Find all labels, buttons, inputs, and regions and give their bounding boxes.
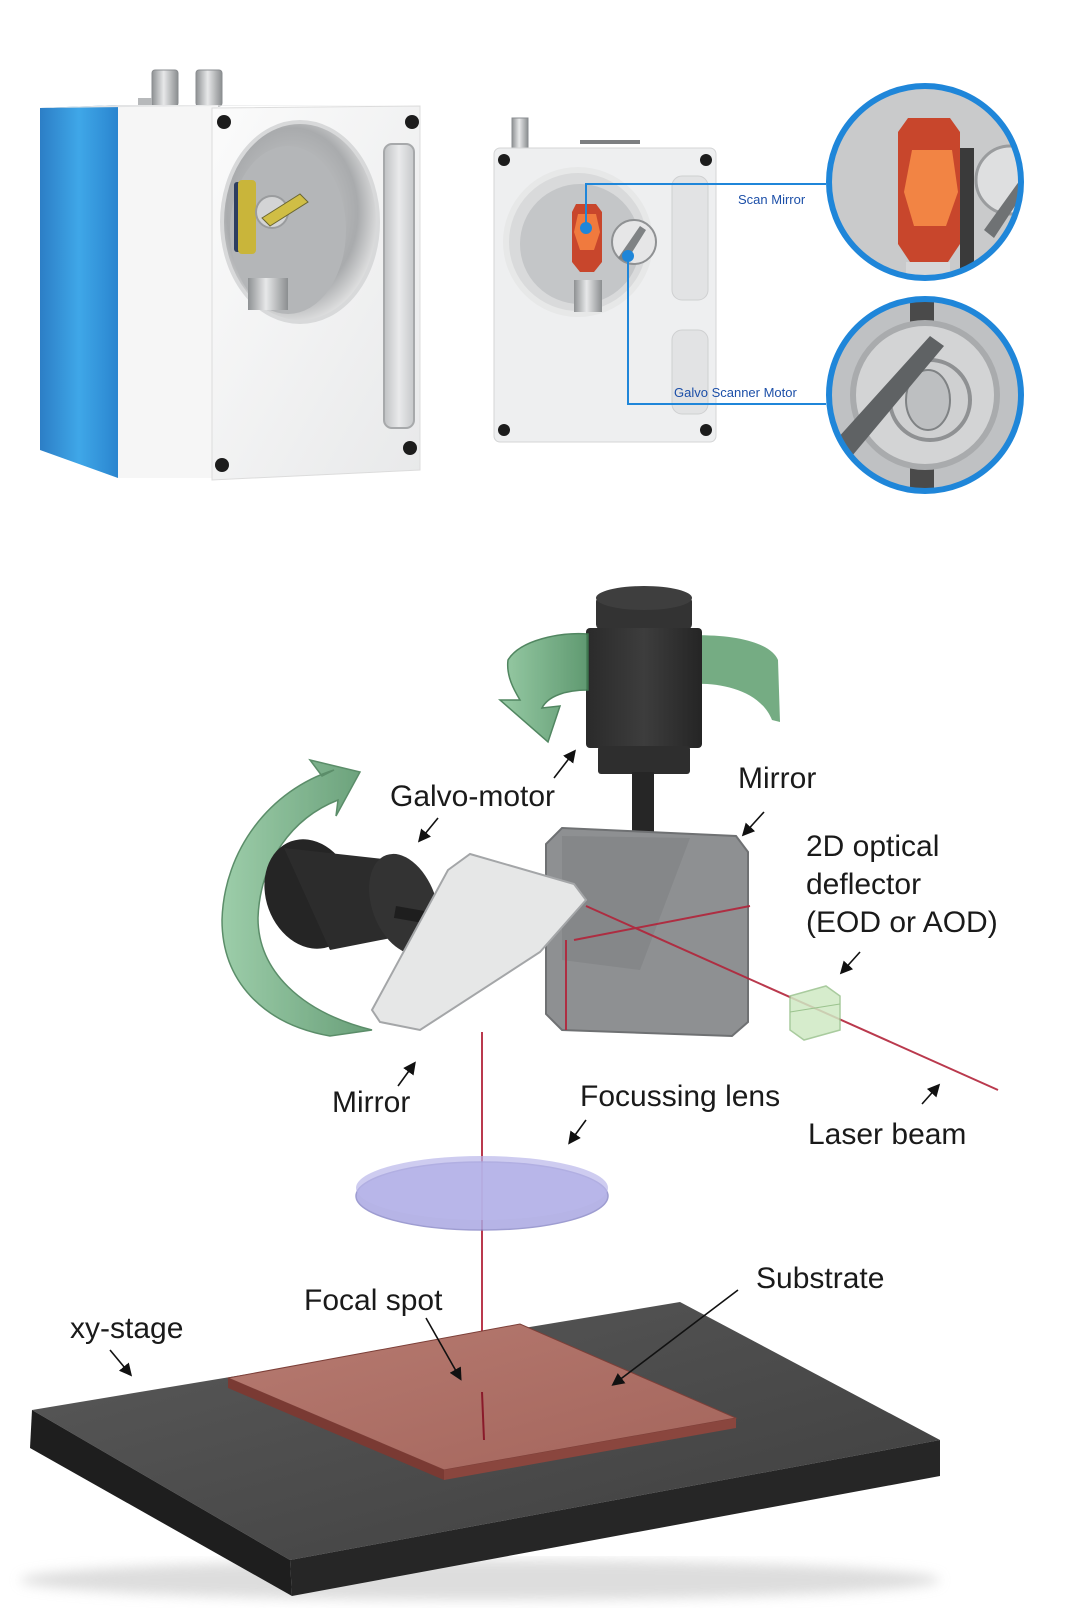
zoom-inset-scan-mirror (826, 83, 1024, 281)
callout-dot-scan-mirror (580, 222, 592, 234)
focussing-lens (355, 1156, 609, 1231)
label-xy-stage: xy-stage (70, 1312, 183, 1345)
callout-label-scan-mirror: Scan Mirror (738, 192, 806, 207)
galvo-motor-horizontal (221, 758, 440, 1037)
housing-blue-side (40, 105, 118, 478)
screw-icon (498, 154, 712, 436)
gold-scan-mirror (238, 180, 256, 254)
scanner-front-view: Scan Mirror Galvo Scanner Motor (493, 117, 826, 443)
mirror-bottom-galvo (370, 852, 588, 1032)
screw-icon (215, 115, 419, 472)
label-deflector-line3: (EOD or AOD) (806, 906, 998, 939)
zoom-inset-galvo-motor (826, 296, 1024, 494)
callout-dot-galvo-motor (622, 250, 634, 262)
callout-lines (585, 183, 826, 405)
scanner-3d-view (40, 69, 421, 481)
label-deflector-line1: 2D optical (806, 830, 939, 863)
rotation-arrow-icon (221, 758, 373, 1037)
label-substrate: Substrate (756, 1262, 884, 1295)
galvo-schematic-panel: Galvo-motor Mirror 2D optical deflector … (0, 560, 1080, 1609)
label-galvo-motor: Galvo-motor (390, 780, 555, 813)
label-laser-beam: Laser beam (808, 1118, 966, 1151)
air-fitting-icon (138, 69, 223, 108)
optical-deflector-cube (789, 985, 841, 1041)
housing-white-side (118, 105, 218, 478)
label-focussing-lens: Focussing lens (580, 1080, 780, 1113)
product-photo-panel: Scan Mirror Galvo Scanner Motor (0, 0, 1080, 560)
galvo-motor-vertical (498, 586, 780, 832)
gold-galvo-mirror (261, 193, 309, 227)
product-photo-svg: Scan Mirror Galvo Scanner Motor (40, 69, 1024, 494)
motor-shaft (632, 772, 654, 832)
focal-spot (481, 1391, 485, 1441)
rotation-arrow-icon (498, 632, 589, 744)
label-focal-spot: Focal spot (304, 1284, 443, 1317)
label-mirror-bottom: Mirror (332, 1086, 410, 1119)
side-window-slot (383, 143, 415, 429)
connector-fitting-icon (511, 117, 529, 149)
label-arrows (109, 749, 941, 1386)
schematic-svg: Galvo-motor Mirror 2D optical deflector … (20, 586, 999, 1600)
label-mirror-top: Mirror (738, 762, 816, 795)
callout-label-galvo-motor: Galvo Scanner Motor (674, 385, 798, 400)
label-deflector-line2: deflector (806, 868, 921, 901)
